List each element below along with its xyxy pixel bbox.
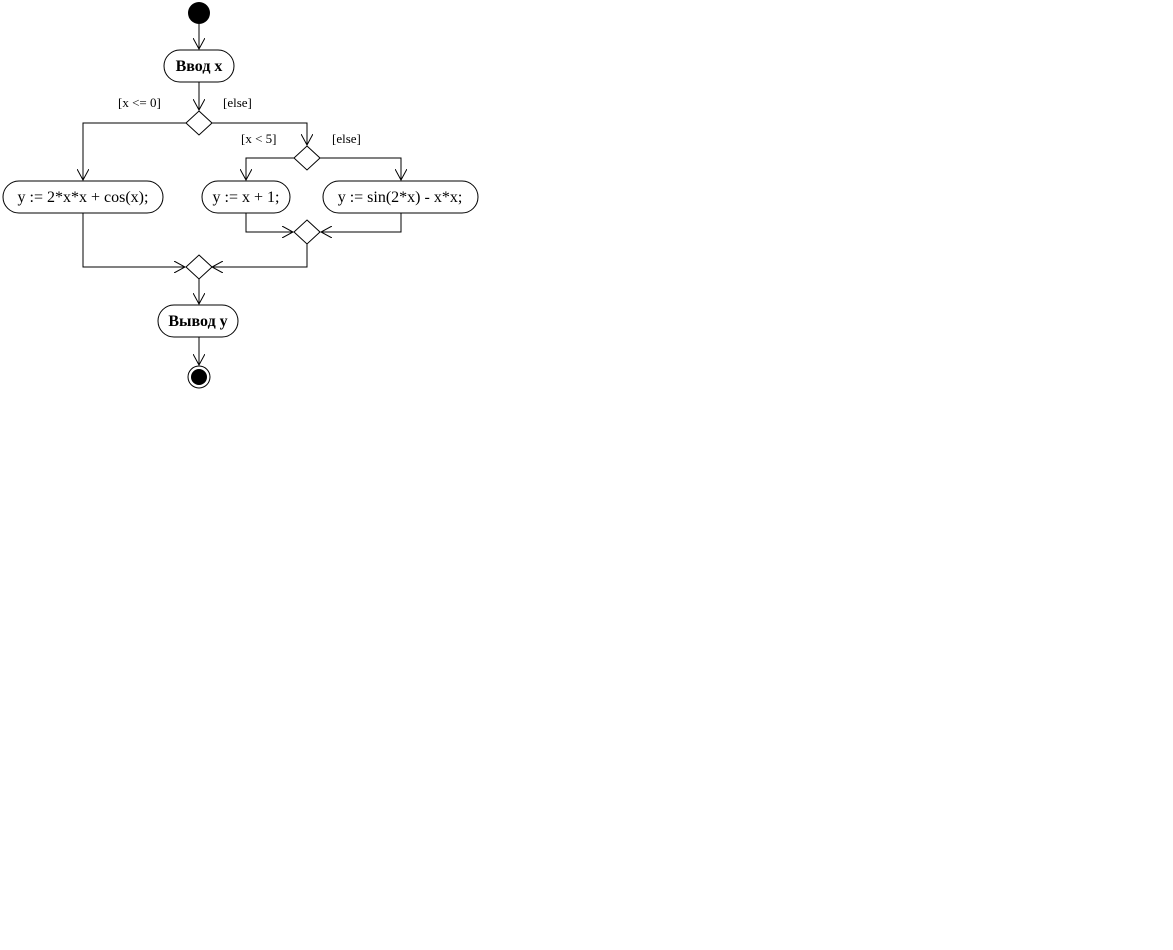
- merge-1: [185, 254, 213, 280]
- action-output-y: Вывод y: [157, 304, 239, 338]
- merge-2: [293, 219, 321, 245]
- decision-2: [293, 145, 321, 171]
- edge-decision1-left: [83, 122, 186, 180]
- guard-first-true: [x <= 0]: [118, 95, 161, 110]
- action-branch-mid-label: y := x + 1;: [213, 189, 280, 206]
- end-node: [187, 365, 211, 389]
- edge-decision1-decision2: [212, 122, 307, 145]
- action-input-x-label: Ввод x: [176, 58, 223, 75]
- action-input-x: Ввод x: [163, 49, 235, 83]
- action-output-y-label: Вывод y: [168, 313, 227, 330]
- action-branch-right: y := sin(2*x) - x*x;: [322, 180, 479, 214]
- edge-mid-merge2: [245, 213, 293, 232]
- action-branch-right-label: y := sin(2*x) - x*x;: [338, 189, 463, 206]
- action-branch-mid: y := x + 1;: [201, 180, 291, 214]
- edge-left-merge1: [82, 213, 185, 267]
- edge-decision2-mid: [246, 157, 294, 180]
- decision-1: [185, 110, 213, 136]
- guard-second-true: [x < 5]: [241, 131, 277, 146]
- edge-decision2-right: [320, 157, 401, 180]
- guard-second-else: [else]: [332, 131, 361, 146]
- guard-first-else: [else]: [223, 95, 252, 110]
- action-branch-left-label: y := 2*x*x + cos(x);: [18, 189, 149, 206]
- edge-right-merge2: [321, 213, 402, 232]
- action-branch-left: y := 2*x*x + cos(x);: [2, 180, 164, 214]
- start-node: [188, 2, 210, 24]
- edge-merge2-merge1: [212, 244, 308, 267]
